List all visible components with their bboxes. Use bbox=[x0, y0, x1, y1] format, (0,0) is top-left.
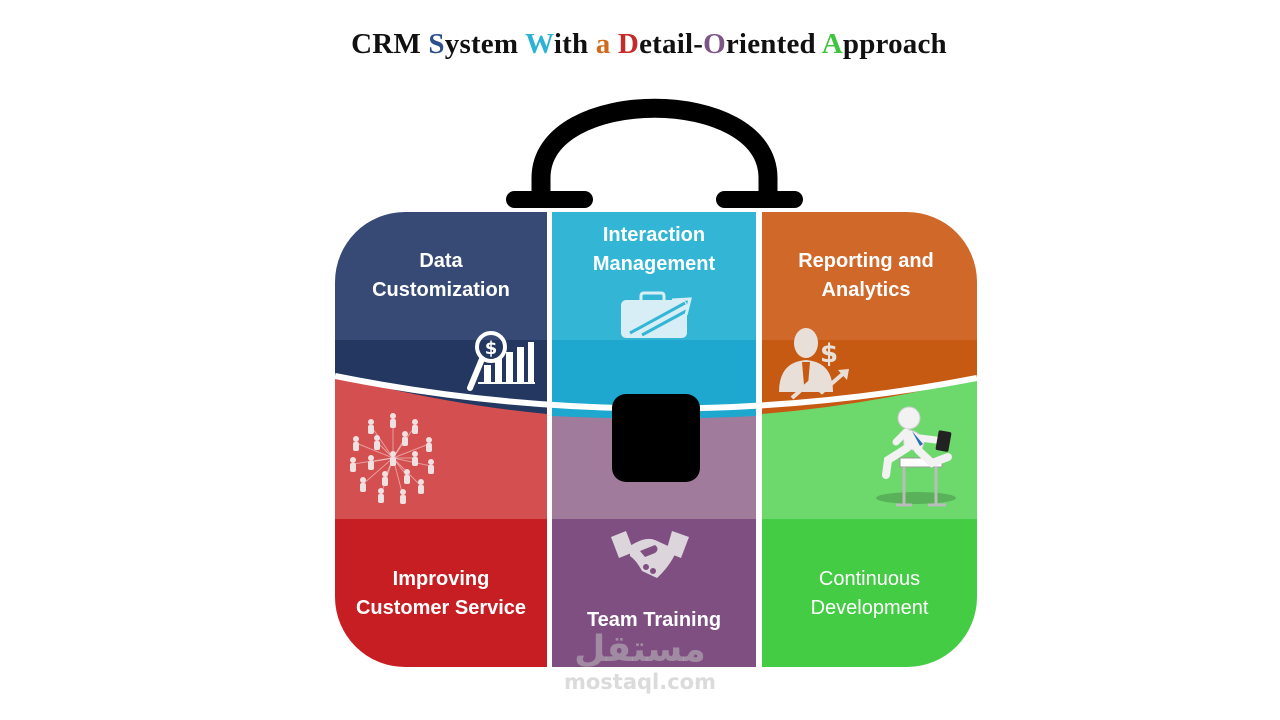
watermark: مستقل mostaql.com bbox=[540, 629, 740, 695]
label-line: Development bbox=[810, 597, 929, 619]
watermark-arabic: مستقل bbox=[574, 629, 706, 670]
panel-continuous-development bbox=[762, 370, 977, 667]
title-seg: ith bbox=[553, 28, 596, 60]
briefcase-growth-icon bbox=[621, 291, 692, 338]
briefcase-handle bbox=[506, 98, 803, 208]
label-line: Analytics bbox=[821, 279, 911, 301]
title-seg: CRM bbox=[351, 28, 429, 60]
title-seg: etail- bbox=[639, 28, 704, 60]
label-line: Reporting and bbox=[798, 250, 934, 272]
title-seg: A bbox=[821, 28, 843, 60]
title-seg: O bbox=[703, 28, 726, 60]
watermark-latin: mostaql.com bbox=[564, 670, 716, 694]
title-seg: a bbox=[595, 28, 611, 60]
title-seg: S bbox=[428, 28, 445, 60]
label-reporting-analytics: Reporting and Analytics bbox=[765, 247, 967, 305]
title-seg: riented bbox=[725, 28, 822, 60]
label-line: Continuous bbox=[818, 568, 921, 590]
businessman-dollar-icon: $ bbox=[779, 328, 849, 400]
svg-text:$: $ bbox=[820, 339, 838, 369]
title-seg: pproach bbox=[842, 28, 947, 60]
page-title: CRM System With a Detail-Oriented Approa… bbox=[0, 28, 1280, 61]
panel-customer-service bbox=[335, 370, 547, 667]
briefcase-lock bbox=[612, 394, 700, 482]
label-continuous-development: Continuous Development bbox=[767, 565, 972, 623]
handshake-icon bbox=[611, 531, 689, 578]
title-seg: ystem bbox=[444, 28, 526, 60]
label-customer-service: Improving Customer Service bbox=[340, 565, 542, 623]
label-line: Interaction bbox=[602, 224, 706, 246]
label-line: Team Training bbox=[586, 609, 722, 631]
label-line: Customization bbox=[372, 279, 510, 301]
label-line: Customer Service bbox=[355, 597, 527, 619]
label-line: Improving bbox=[392, 568, 490, 590]
label-line: Data bbox=[419, 250, 463, 272]
label-data-customization: Data Customization bbox=[340, 247, 542, 305]
people-network-icon bbox=[350, 413, 434, 504]
title-seg: W bbox=[525, 28, 554, 60]
label-line: Management bbox=[592, 253, 716, 275]
svg-text:$: $ bbox=[485, 338, 498, 359]
label-interaction-management: Interaction Management bbox=[555, 221, 753, 279]
title-seg: D bbox=[617, 28, 640, 60]
hurdle-runner-icon bbox=[876, 406, 956, 507]
magnifier-chart-icon: $ bbox=[467, 331, 535, 391]
label-team-training: Team Training bbox=[555, 606, 753, 635]
